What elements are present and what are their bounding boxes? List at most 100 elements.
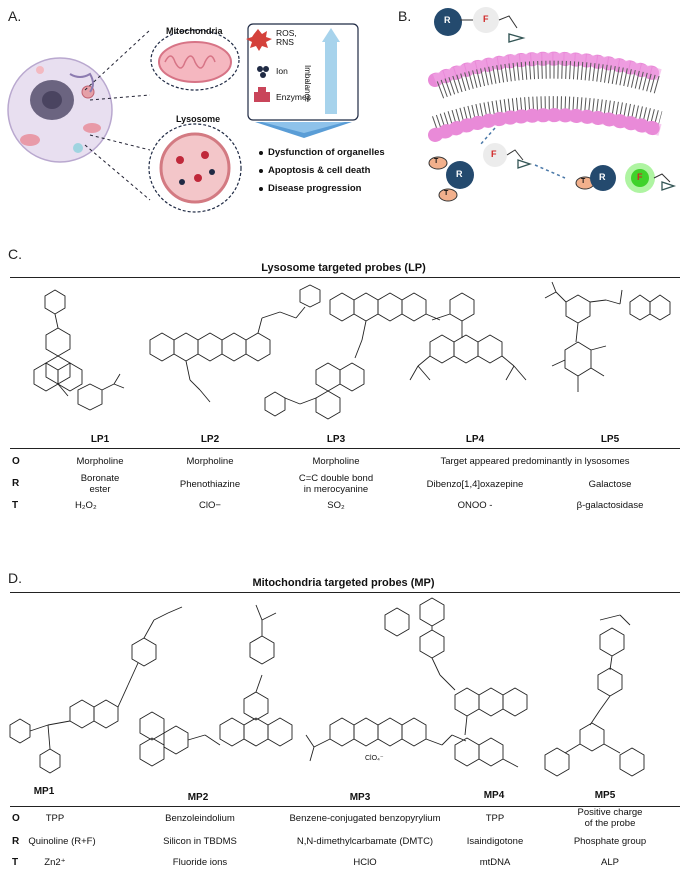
bullet-1: Dysfunction of organelles (268, 147, 385, 158)
legend-ion: Ion (276, 66, 288, 76)
legend-ros: ROS, RNS (276, 28, 297, 48)
lp-row-t-key: T (12, 500, 19, 511)
mp2-t: Fluoride ions (172, 857, 228, 868)
mp1-t: Zn2⁺ (44, 857, 66, 868)
bullet-2: Apoptosis & cell death (268, 165, 371, 176)
mp4-t: mtDNA (479, 857, 511, 868)
b-f-top: F (483, 14, 489, 24)
analyte-top (428, 156, 448, 170)
nucleolus (42, 91, 62, 109)
mp5-label: MP5 (594, 790, 616, 801)
panel-c-letter: C. (8, 246, 22, 262)
mp3-o: Benzene-conjugated benzopyrylium (289, 813, 441, 824)
lp3-r-line2: in merocyanine (303, 483, 369, 495)
mp3-structure (305, 717, 467, 762)
mp2-label: MP2 (187, 792, 209, 803)
b-t-1: T (434, 158, 439, 165)
lp1-structure (33, 289, 125, 411)
lp1-t: H₂O₂ (75, 500, 97, 511)
panel-b-illustration (428, 7, 677, 202)
mp5-r: Phosphate group (573, 836, 647, 847)
vesicle (73, 143, 83, 153)
fluorophore-top (473, 7, 499, 33)
lp1-r-line1: Boronate (80, 473, 120, 484)
legend-ros-line2: RNS (276, 37, 294, 48)
lp2-label: LP2 (200, 434, 220, 445)
mp4-label: MP4 (483, 790, 505, 801)
lp3-r-line1: C=C double bond (298, 473, 374, 484)
lp1-o: Morpholine (76, 456, 124, 467)
lp5-r: Galactose (588, 479, 632, 490)
linker-top (498, 15, 518, 29)
b-f-br: F (637, 172, 643, 182)
lp5-structure (544, 281, 671, 392)
mini-mito (20, 134, 40, 146)
lp4-t: ONOO - (457, 500, 493, 511)
lyso-label: Lysosome (176, 114, 221, 124)
membrane-top (428, 51, 667, 99)
mp4-r: Isaindigotone (466, 836, 524, 847)
lp5-label: LP5 (600, 434, 620, 445)
mp1-o: TPP (45, 813, 65, 824)
b-r-top: R (444, 15, 451, 25)
receptor-bottom-right (590, 165, 616, 191)
mp1-structure (9, 606, 183, 774)
target-moiety-top-icon (508, 33, 526, 43)
lp3-label: LP3 (326, 434, 346, 445)
lp2-o: Morpholine (186, 456, 234, 467)
panel-a-letter: A. (8, 8, 22, 24)
imbalance-arrow-icon (322, 28, 340, 42)
enzymes-icon (254, 87, 270, 102)
mp-structures (9, 597, 645, 777)
panel-d-letter: D. (8, 570, 22, 586)
mp5-t: ALP (601, 857, 619, 868)
lp-table-rule (10, 448, 680, 449)
mp-row-o-key: O (12, 813, 20, 824)
mp5-structure (544, 614, 645, 777)
golgi (69, 72, 94, 93)
lp2-structure (149, 284, 321, 403)
lp2-r: Phenothiazine (179, 479, 241, 490)
membrane-bottom (428, 96, 667, 142)
lp1-label: LP1 (90, 434, 110, 445)
legend-enzymes: Enzymes (276, 92, 311, 102)
lp-title-rule (10, 277, 680, 278)
mp-table-rule (10, 806, 680, 807)
panel-b-letter: B. (398, 8, 412, 24)
bullet-3: Disease progression (268, 183, 362, 194)
fluorophore-bottom-left (483, 143, 507, 167)
lp3-o: Morpholine (312, 456, 360, 467)
mp1-label: MP1 (33, 786, 55, 797)
lp-structures (33, 281, 671, 420)
b-f-bl: F (491, 149, 497, 159)
mp4-structure (384, 597, 528, 768)
b-r-bl: R (456, 169, 463, 179)
mp2-structure (139, 604, 293, 767)
mp4-o: TPP (485, 813, 505, 824)
lp3-structure (264, 292, 441, 420)
mp3-counterion: ClO₄⁻ (365, 755, 384, 762)
mp3-r: N,N-dimethylcarbamate (DMTC) (296, 836, 434, 847)
mp2-r: Silicon in TBDMS (163, 836, 237, 847)
mito-label: Mitochondria (166, 26, 223, 36)
mp3-label: MP3 (349, 792, 371, 803)
legend-ros-line1: ROS, (276, 28, 297, 38)
mini-mito-2 (83, 123, 101, 133)
lp5-t: β-galactosidase (576, 500, 644, 511)
lp4-structure (409, 292, 527, 381)
b-t-2: T (444, 190, 449, 197)
receptor-top (434, 8, 462, 36)
mp-title-rule (10, 592, 680, 593)
ros-icon (246, 29, 272, 51)
lp3-t: SO₂ (327, 500, 345, 511)
lp4-lp5-o: Target appeared predominantly in lysosom… (440, 456, 630, 467)
legend-imbalance: Imbalance (303, 65, 312, 102)
mp2-o: Benzoleindolium (165, 813, 235, 824)
analyte-bottom (438, 188, 458, 202)
mp5-o-line1: Positive charge (577, 807, 643, 818)
panel-a-illustration (7, 23, 359, 213)
lp2-t: ClO− (199, 500, 221, 511)
lp-row-r-key: R (12, 478, 20, 489)
